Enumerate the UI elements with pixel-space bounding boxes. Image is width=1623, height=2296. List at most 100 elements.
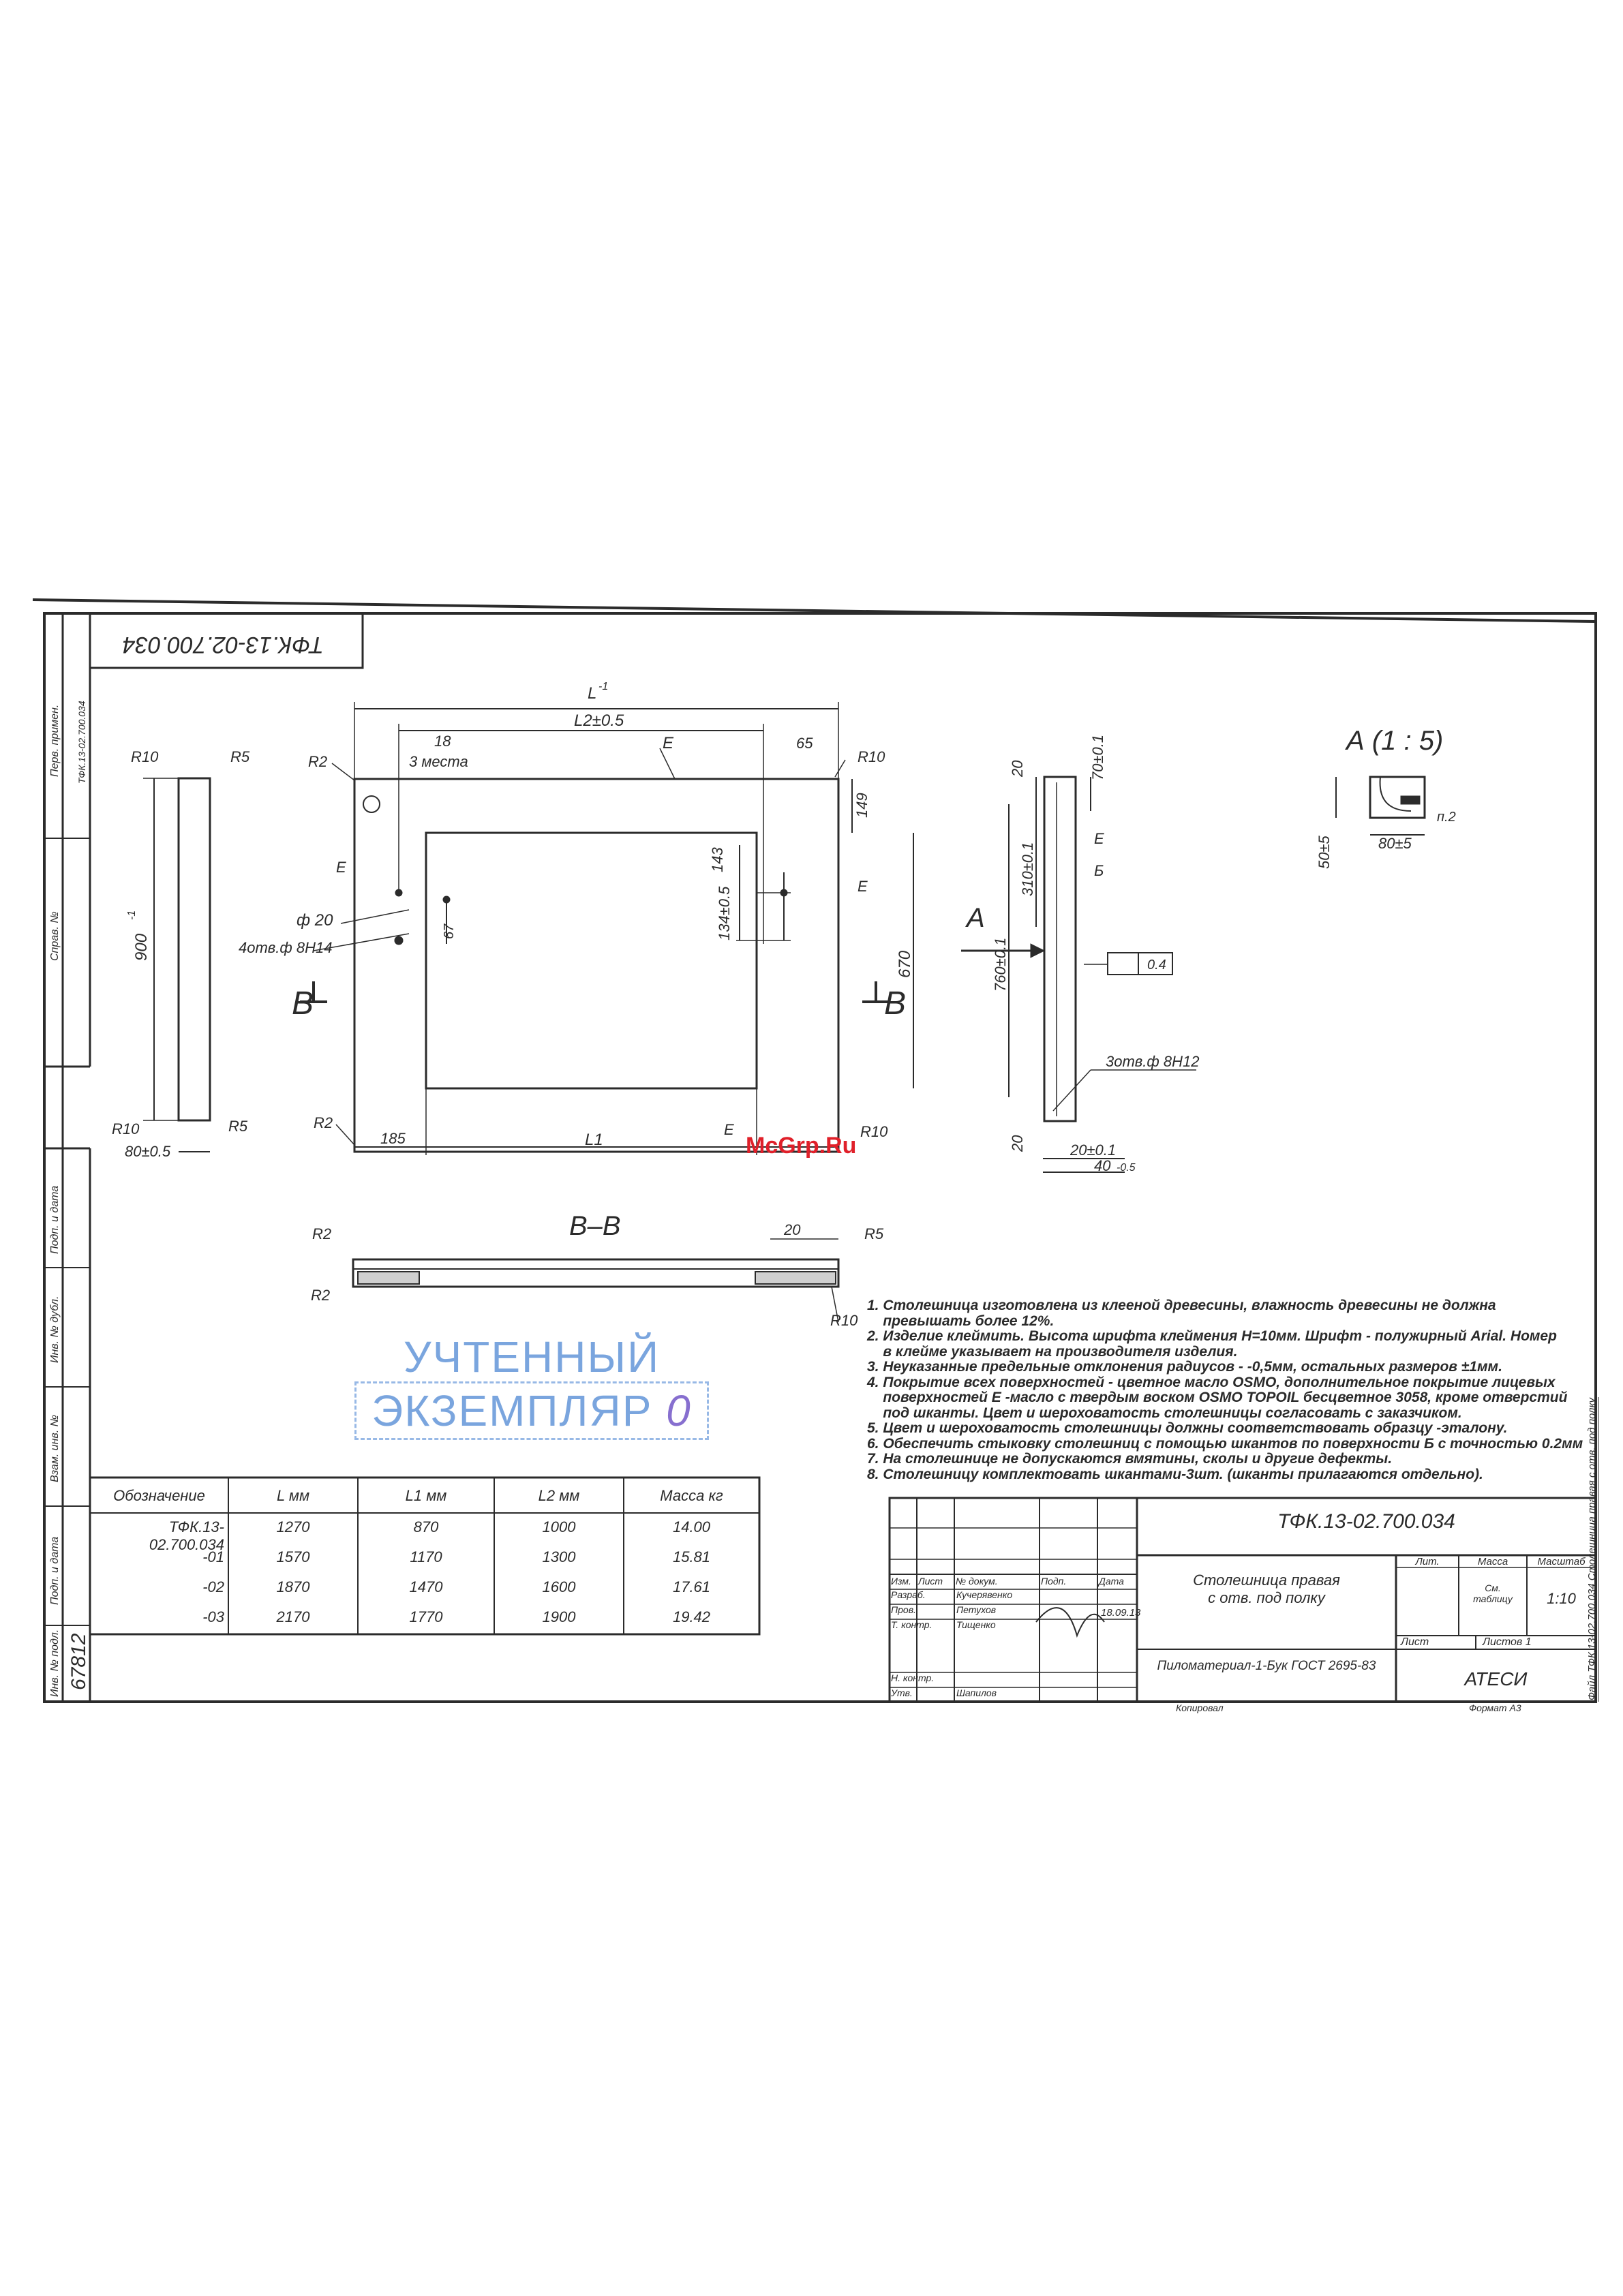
tb-person: Шапилов [956, 1687, 997, 1698]
main-radius-r10-tr: R10 [858, 748, 885, 765]
table-cell: 1300 [542, 1548, 576, 1565]
end-dim-310: 310±0.1 [1019, 842, 1036, 896]
side-strip-text: Файл ТФК.13-02.700.034 Столешница правая… [1586, 1396, 1598, 1700]
end-view [961, 776, 1196, 1173]
main-holes-4: 4отв.ф 8Н14 [239, 939, 332, 956]
tb-col-header: Лист [918, 1576, 943, 1587]
main-surface-e-left: E [336, 859, 346, 876]
main-dim-67: 67 [442, 923, 457, 939]
variants-header-cell: L мм [276, 1487, 310, 1504]
main-dim-143: 143 [709, 847, 726, 872]
table-cell: 1870 [276, 1578, 310, 1595]
tb-person: Кучерявенко [956, 1589, 1013, 1600]
strip-label-first-use: Перв. примен. [49, 705, 61, 777]
tb-col-header: Подп. [1041, 1576, 1067, 1587]
strip-label-inv: Инв. № подл. [49, 1629, 61, 1697]
tb-mass-value: См. таблицу [1473, 1582, 1513, 1604]
tb-copied: Копировал [1176, 1702, 1224, 1713]
note-line: 3. Неуказанные предельные отклонения рад… [867, 1359, 1502, 1375]
table-cell: -03 [202, 1608, 224, 1625]
end-dim-20-width: 20±0.1 [1070, 1142, 1116, 1159]
detail-a-dim-50: 50±5 [1316, 835, 1333, 869]
section-dim-20: 20 [783, 1221, 801, 1238]
end-dim-20-top: 20 [1009, 760, 1026, 778]
variants-table-grid [89, 1476, 761, 1636]
note-line: 5. Цвет и шероховатость столешницы должн… [867, 1420, 1508, 1436]
main-surface-e-bottom: E [724, 1121, 734, 1138]
strip-first-use-value: ТФК.13-02.700.034 [76, 701, 87, 784]
tb-material: Пиломатериал-1-Бук ГОСТ 2695-83 [1157, 1659, 1376, 1673]
stamp-line-2-box: ЭКЗЕМПЛЯР 0 [354, 1381, 709, 1440]
tb-scale-label: Масштаб [1537, 1556, 1586, 1567]
tb-format: Формат А3 [1469, 1702, 1521, 1713]
main-dim-670: 670 [896, 950, 914, 978]
main-dim-l-tol: -1 [598, 681, 608, 692]
stamp-number: 0 [666, 1386, 692, 1435]
table-cell: 1270 [276, 1518, 310, 1535]
variants-header-cell: Обозначение [113, 1487, 205, 1504]
strip-label-dup: Инв. № дубл. [49, 1296, 61, 1363]
main-dim-65: 65 [796, 735, 813, 752]
watermark-text: McGrp.Ru [746, 1133, 857, 1159]
end-dim-20-bottom: 20 [1009, 1135, 1026, 1152]
variants-header-cell: L1 мм [405, 1487, 447, 1504]
end-surface-e: Е [1094, 830, 1104, 847]
side-radius-r10-bottom: R10 [112, 1120, 140, 1137]
side-dim-900: 900 [132, 933, 151, 961]
main-radius-r2-bl: R2 [314, 1114, 333, 1131]
table-cell: 19.42 [672, 1608, 711, 1625]
side-view [143, 777, 211, 1152]
tb-role: Пров. [891, 1604, 916, 1615]
variants-header-cell: L2 мм [538, 1487, 580, 1504]
table-cell: 1900 [542, 1608, 576, 1625]
table-cell: 1000 [542, 1518, 576, 1535]
main-dim-185: 185 [380, 1130, 406, 1147]
note-line: под шканты. Цвет и шероховатость столешн… [867, 1405, 1462, 1421]
technical-requirements: 1. Столешница изготовлена из клееной дре… [867, 1298, 1596, 1482]
strip-label-replace: Взам. инв. № [49, 1415, 61, 1482]
tb-col-header: № докум. [956, 1576, 998, 1587]
note-line: 8. Столешницу комплектовать шкантами-3шт… [867, 1466, 1483, 1482]
table-cell: 1600 [542, 1578, 576, 1595]
main-surface-e-right: E [858, 878, 868, 895]
tb-role: Т. контр. [891, 1619, 932, 1630]
table-cell: 1170 [410, 1548, 442, 1565]
accounted-copy-stamp: УЧТЕННЫЙ ЭКЗЕМПЛЯР 0 [354, 1332, 709, 1440]
main-dim-18: 18 [434, 733, 451, 750]
tb-designation: ТФК.13-02.700.034 [1277, 1510, 1455, 1533]
main-dim-l: L [588, 684, 596, 703]
tb-lit-label: Лит. [1415, 1556, 1440, 1567]
detail-a-dim-80: 80±5 [1378, 835, 1412, 852]
tb-col-header: Дата [1099, 1576, 1124, 1587]
main-radius-r10-br: R10 [860, 1123, 888, 1140]
main-dim-l2: L2±0.5 [574, 711, 624, 730]
tb-name-line-1: Столешница правая [1193, 1572, 1340, 1589]
side-dim-900-tol: -1 [126, 910, 138, 920]
title-block: ТФК.13-02.700.034 Столешница правая с от… [890, 1498, 1596, 1713]
note-line: в клейме указывает на производителя изде… [867, 1343, 1238, 1360]
table-cell: 2170 [276, 1608, 310, 1625]
tb-person: Тищенко [956, 1619, 996, 1630]
main-three-places: 3 места [409, 753, 468, 770]
end-dim-760: 760±0.1 [992, 938, 1009, 992]
strip-label-ref: Справ. № [49, 911, 61, 961]
main-dim-phi20: ф 20 [297, 911, 333, 930]
stamp-line-2: ЭКЗЕМПЛЯР [371, 1386, 653, 1435]
main-surface-e-top: E [663, 734, 674, 752]
note-line: 4. Покрытие всех поверхностей - цветное … [867, 1374, 1556, 1390]
side-radius-r5-bottom: R5 [228, 1118, 248, 1135]
main-dim-149: 149 [853, 793, 870, 818]
side-dim-80: 80±0.5 [125, 1143, 171, 1160]
section-radius-r2-top: R2 [312, 1225, 331, 1242]
table-cell: 17.61 [672, 1578, 711, 1595]
main-radius-r2-tl: R2 [308, 753, 327, 770]
side-radius-r5-top: R5 [230, 748, 250, 765]
